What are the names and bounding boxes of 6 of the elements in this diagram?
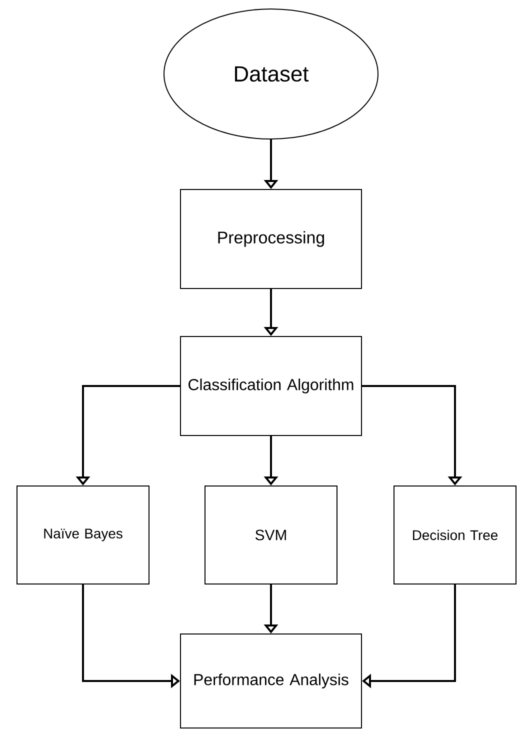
process-box: Decision Tree — [394, 486, 516, 584]
process-box: Naïve Bayes — [16, 486, 150, 584]
process-box: SVM — [204, 486, 338, 584]
process-box: Classification Algorithm — [180, 336, 362, 436]
process-box: Performance Analysis — [180, 634, 362, 728]
process-box: Preprocessing — [180, 189, 362, 289]
